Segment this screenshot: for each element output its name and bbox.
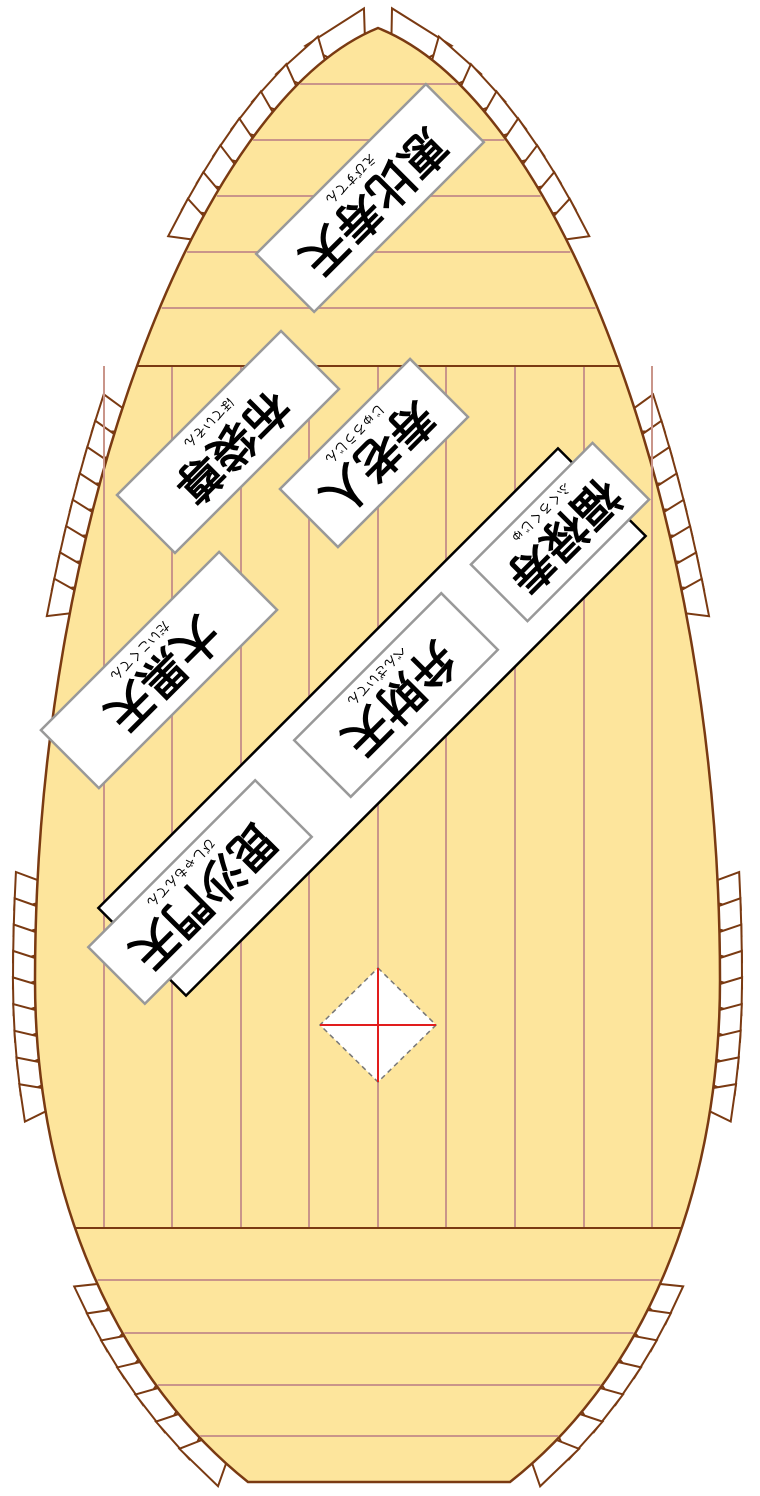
center-marker[interactable] [318, 966, 438, 1084]
